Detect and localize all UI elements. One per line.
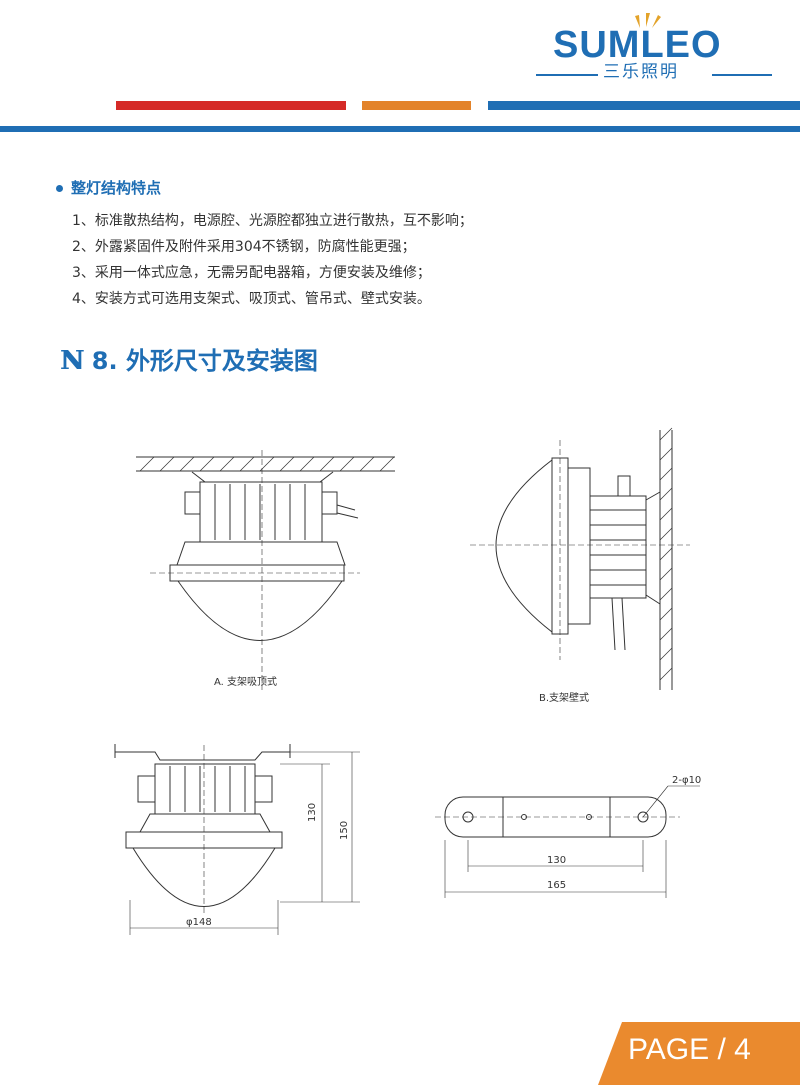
feature-item-3: 3、采用一体式应急，无需另配电器箱，方便安装及维修； [72, 265, 431, 281]
logo-line-right [712, 74, 772, 76]
page-number: PAGE / 4 [628, 1033, 751, 1066]
caption-a: A. 支架吸顶式 [214, 677, 278, 688]
brand-subtitle: 三乐照明 [603, 62, 679, 82]
brand-logo: SUMLEO [553, 24, 722, 66]
logo-rays [635, 13, 661, 28]
section-title: 整灯结构特点 [56, 177, 161, 198]
drawing-ceiling-mount [136, 450, 395, 690]
logo-line-left [536, 74, 598, 76]
n-mark-icon: N [60, 346, 84, 376]
caption-b: B.支架壁式 [539, 693, 590, 704]
bullet-icon [56, 185, 63, 192]
feature-item-2: 2、外露紧固件及附件采用304不锈钢，防腐性能更强； [72, 239, 416, 255]
feature-item-1: 1、标准散热结构，电源腔、光源腔都独立进行散热，互不影响； [72, 213, 473, 229]
dim-2phi10: 2-φ10 [672, 775, 702, 786]
dim-bracket-130: 130 [547, 855, 567, 866]
dim-130-vertical: 130 [307, 802, 318, 822]
header-divider [0, 126, 800, 132]
feature-item-4: 4、安装方式可选用支架式、吸顶式、管吊式、壁式安装。 [72, 291, 431, 307]
header-bar-blue [488, 101, 800, 110]
header-bar-orange [362, 101, 471, 110]
dim-phi148: φ148 [186, 917, 212, 928]
page-badge [598, 1022, 800, 1085]
dim-150-vertical: 150 [339, 820, 350, 840]
drawing-wall-mount [470, 427, 690, 690]
drawing-bracket [435, 785, 700, 898]
drawing-side-dimensions [114, 744, 360, 935]
dim-bracket-165: 165 [547, 880, 567, 891]
header-bar-red [116, 101, 346, 110]
